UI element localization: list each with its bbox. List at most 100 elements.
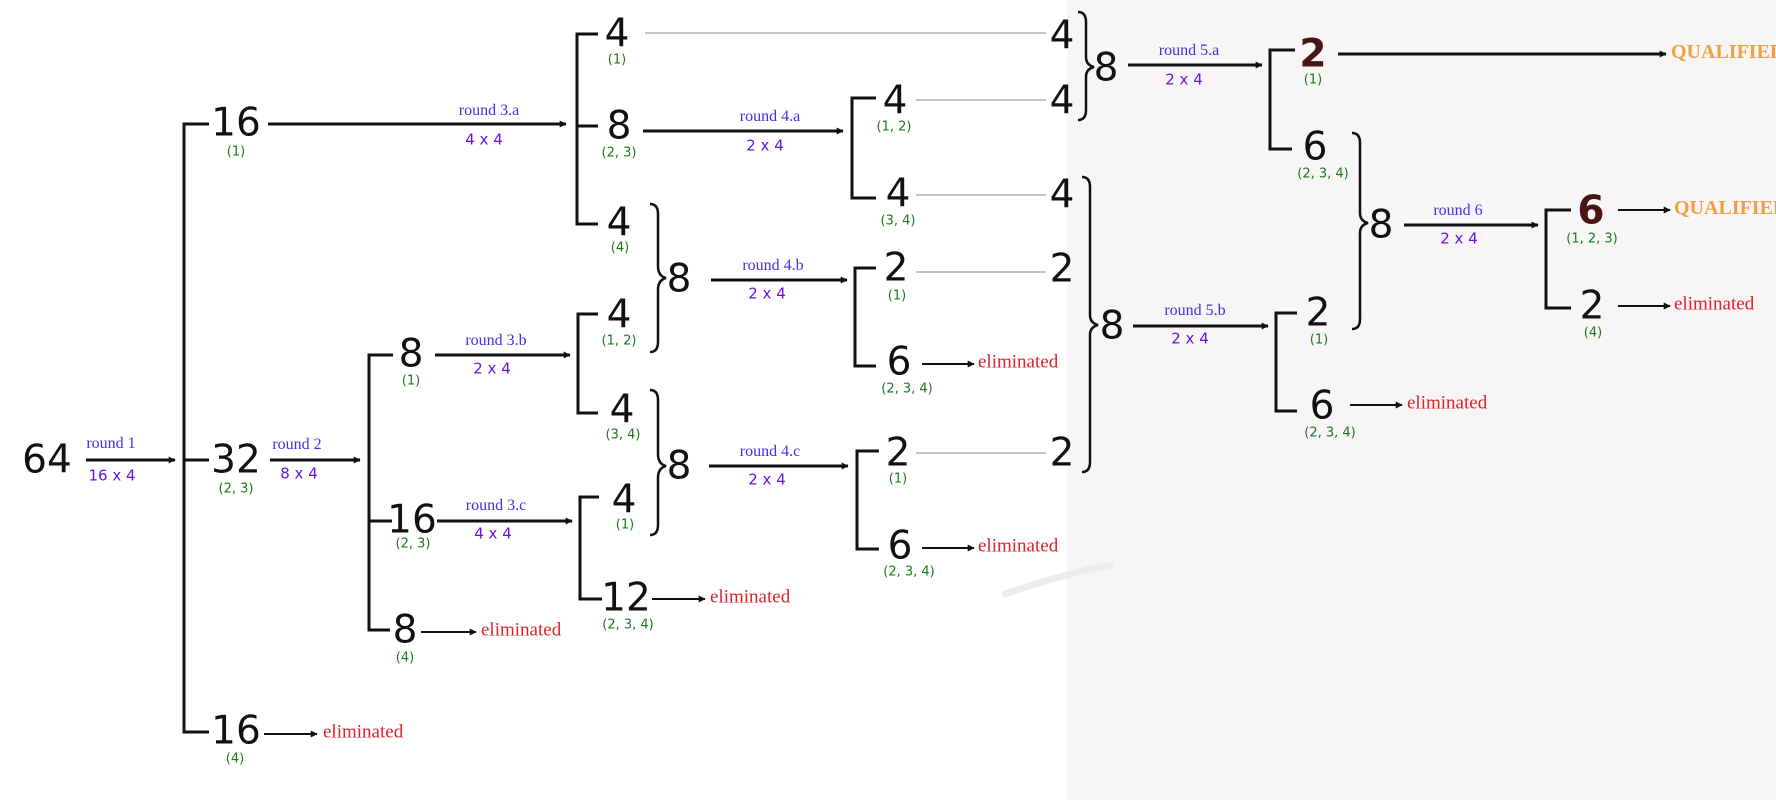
round-label-r1: round 1 [86, 435, 136, 452]
format-label-r4c: 2 x 4 [748, 470, 786, 489]
group-r5b-1: (1) [1309, 332, 1329, 348]
group-r3c-2: (2, 3, 4) [602, 617, 654, 633]
node-r5a-2: 6 [1302, 124, 1328, 170]
format-label-r3b: 2 x 4 [473, 359, 511, 378]
group-r2-b: (2, 3) [395, 536, 431, 552]
eliminated-r4b: eliminated [978, 351, 1059, 373]
group-r4a-1: (1, 2) [876, 119, 912, 135]
node-r6-1: 6 [1577, 188, 1605, 234]
bracket-r4c [855, 449, 879, 551]
node-r3b-2: 4 [609, 387, 635, 433]
round-label-r3c: round 3.c [465, 497, 527, 514]
node-c5: 2 [1049, 430, 1075, 476]
bracket-r4a [850, 96, 876, 200]
round-label-r5b: round 5.b [1164, 302, 1226, 319]
group-r3b-2: (3, 4) [605, 427, 641, 443]
eliminated-r5b: eliminated [1407, 392, 1488, 414]
node-r3a-3: 4 [606, 200, 632, 246]
group-r5b-2: (2, 3, 4) [1304, 425, 1356, 441]
brace-r4b [649, 202, 667, 354]
node-r3a-1: 4 [604, 11, 630, 57]
node-r4b-1: 2 [883, 245, 909, 291]
group-r3a-3: (4) [610, 240, 630, 256]
format-label-r5b: 2 x 4 [1171, 329, 1209, 348]
node-m5b: 8 [1099, 303, 1125, 349]
group-r4a-2: (3, 4) [880, 213, 916, 229]
format-label-r4a: 2 x 4 [746, 136, 784, 155]
node-m4b: 8 [666, 256, 692, 302]
node-r2-c: 8 [392, 607, 418, 653]
group-r4b-1: (1) [887, 288, 907, 304]
node-r4c-2: 6 [887, 523, 913, 569]
eliminated-r3c: eliminated [710, 586, 791, 608]
qualified-r5a: QUALIFIED [1671, 41, 1776, 63]
qualified-r6: QUALIFIED [1674, 197, 1776, 219]
node-r4b-2: 6 [886, 339, 912, 385]
eliminated-r4c: eliminated [978, 535, 1059, 557]
bracket-r5a [1268, 48, 1295, 151]
node-c3: 4 [1049, 172, 1075, 218]
node-r4a-2: 4 [885, 171, 911, 217]
round-label-r2: round 2 [272, 436, 322, 453]
group-r2-c: (4) [395, 650, 415, 666]
group-r5a-1: (1) [1303, 72, 1323, 88]
format-label-r3c: 4 x 4 [474, 524, 512, 543]
group-r3a-2: (2, 3) [601, 145, 637, 161]
brace-r6 [1351, 131, 1369, 331]
group-r5a-2: (2, 3, 4) [1297, 166, 1349, 182]
format-label-r6: 2 x 4 [1440, 229, 1478, 248]
node-m6: 8 [1368, 202, 1394, 248]
group-r4c-2: (2, 3, 4) [883, 564, 935, 580]
group-r1-top: (1) [226, 144, 246, 160]
node-r3a-2: 8 [606, 103, 632, 149]
node-r5b-2: 6 [1309, 383, 1335, 429]
group-r1-bot: (4) [225, 751, 245, 767]
bracket-r5b [1274, 311, 1297, 413]
bracket-r2 [367, 353, 393, 632]
group-r3b-1: (1, 2) [601, 333, 637, 349]
node-r3c-2: 12 [601, 575, 651, 621]
group-r4b-2: (2, 3, 4) [881, 381, 933, 397]
node-r4a-1: 4 [882, 78, 908, 124]
brace-r5a [1077, 10, 1095, 122]
round-label-r4b: round 4.b [742, 257, 804, 274]
brace-r5b [1081, 175, 1099, 474]
group-r6-2: (4) [1583, 325, 1603, 341]
round-label-r6: round 6 [1433, 202, 1483, 219]
bracket-r3c [578, 495, 602, 601]
round-label-r3b: round 3.b [465, 332, 527, 349]
node-c1: 4 [1049, 13, 1075, 59]
node-c4: 2 [1049, 246, 1075, 292]
brace-r4c [649, 388, 667, 537]
bracket-r4b [853, 266, 876, 368]
node-r1-bot: 16 [211, 708, 261, 754]
bracket-r3b [576, 312, 598, 415]
swoosh [1001, 561, 1114, 598]
format-label-r1: 16 x 4 [88, 466, 136, 485]
node-r2-a: 8 [398, 331, 424, 377]
node-r3c-1: 4 [611, 477, 637, 523]
bracket-r3a [575, 32, 598, 226]
node-m5a: 8 [1093, 45, 1119, 91]
node-start: 64 [22, 437, 72, 483]
group-r2-a: (1) [401, 373, 421, 389]
group-r3c-1: (1) [615, 517, 635, 533]
node-c2: 4 [1049, 78, 1075, 124]
node-r5b-1: 2 [1305, 290, 1331, 336]
format-label-r5a: 2 x 4 [1165, 70, 1203, 89]
node-r1-top: 16 [211, 100, 261, 146]
background-panel [1067, 0, 1776, 800]
node-r1-mid: 32 [211, 437, 261, 483]
format-label-r2: 8 x 4 [280, 464, 318, 483]
bracket-r6 [1544, 208, 1571, 310]
eliminated-r1: eliminated [323, 721, 404, 743]
eliminated-r2: eliminated [481, 619, 562, 641]
format-label-r3a: 4 x 4 [465, 130, 503, 149]
node-r2-b: 16 [387, 497, 437, 543]
group-r4c-1: (1) [888, 471, 908, 487]
group-r6-1: (1, 2, 3) [1566, 231, 1618, 247]
node-r6-2: 2 [1579, 283, 1605, 329]
bracket-r1 [182, 122, 209, 734]
